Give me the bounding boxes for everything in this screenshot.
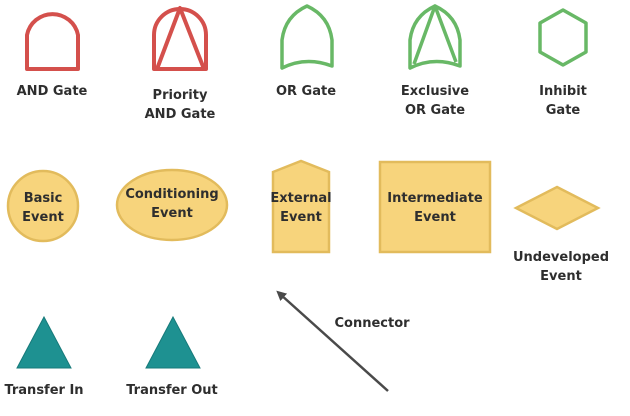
undeveloped-event-symbol: Undeveloped Event xyxy=(513,185,609,284)
basic-event-label-2: Event xyxy=(22,210,64,225)
or-gate-label: OR Gate xyxy=(276,84,336,99)
intermediate-event-label-2: Event xyxy=(414,210,456,225)
undeveloped-event-label-2: Event xyxy=(540,269,582,284)
exclusive-or-gate-label-2: OR Gate xyxy=(405,103,465,118)
transfer-out-symbol: Transfer Out xyxy=(126,315,218,398)
undeveloped-event-label-1: Undeveloped xyxy=(513,250,609,265)
and-gate-label: AND Gate xyxy=(17,84,88,99)
priority-and-gate-symbol: Priority AND Gate xyxy=(145,6,216,122)
transfer-out-label: Transfer Out xyxy=(126,383,218,398)
connector-symbol: Connector xyxy=(276,290,410,392)
priority-and-gate-label-1: Priority xyxy=(153,88,208,103)
or-gate-symbol: OR Gate xyxy=(276,4,336,99)
exclusive-or-gate-symbol: Exclusive OR Gate xyxy=(401,4,469,118)
external-event-label-1: External xyxy=(270,191,331,206)
inhibit-gate-label-1: Inhibit xyxy=(539,84,587,99)
intermediate-event-label-1: Intermediate xyxy=(387,191,483,206)
connector-arrow xyxy=(276,290,389,392)
conditioning-event-label-1: Conditioning xyxy=(125,187,218,202)
basic-event-label-1: Basic xyxy=(24,191,63,206)
intermediate-event-symbol: Intermediate Event xyxy=(378,160,492,254)
transfer-in-symbol: Transfer In xyxy=(4,315,84,398)
inhibit-gate-label-2: Gate xyxy=(546,103,581,118)
exclusive-or-gate-label-1: Exclusive xyxy=(401,84,469,99)
transfer-in-label: Transfer In xyxy=(4,383,83,398)
inhibit-gate-symbol: Inhibit Gate xyxy=(538,8,588,118)
and-gate-symbol: AND Gate xyxy=(17,12,88,99)
priority-and-gate-label-2: AND Gate xyxy=(145,107,216,122)
basic-event-symbol: Basic Event xyxy=(6,169,80,243)
external-event-symbol: External Event xyxy=(270,159,332,254)
external-event-label-2: Event xyxy=(280,210,322,225)
conditioning-event-label-2: Event xyxy=(151,206,193,221)
connector-label: Connector xyxy=(334,316,410,331)
conditioning-event-symbol: Conditioning Event xyxy=(115,168,229,242)
